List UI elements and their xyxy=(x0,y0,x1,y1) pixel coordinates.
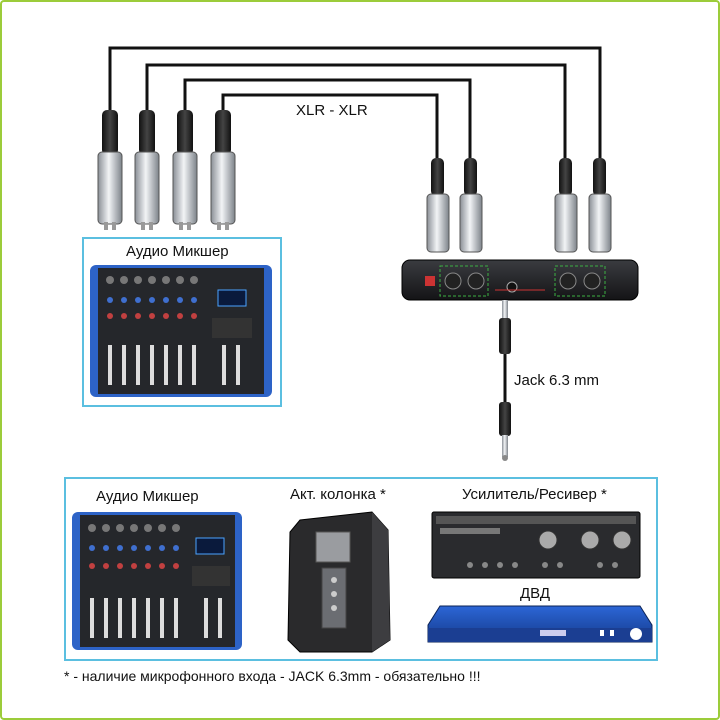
amplifier-label: Усилитель/Ресивер * xyxy=(462,486,607,503)
xlr-male-plug-icon xyxy=(97,110,123,230)
mixer-icon xyxy=(72,512,242,650)
dvd-player-icon xyxy=(427,605,653,643)
xlr-male-plug-icon xyxy=(134,110,160,230)
jack-label: Jack 6.3 mm xyxy=(514,372,600,389)
xlr-female-plugs xyxy=(426,158,612,253)
dvd-label: ДВД xyxy=(520,585,550,602)
speaker-label: Акт. колонка * xyxy=(290,486,386,503)
jack-plug-icon xyxy=(499,402,511,461)
xlr-male-plug-icon xyxy=(172,110,198,230)
receiver-unit-icon xyxy=(401,259,639,301)
top-mixer-box xyxy=(82,237,282,407)
speaker-icon xyxy=(287,511,391,653)
xlr-cables xyxy=(108,46,602,165)
mixer-icon xyxy=(90,265,272,397)
xlr-female-plug-icon xyxy=(459,158,483,253)
amplifier-icon xyxy=(431,511,641,579)
xlr-male-plugs xyxy=(97,110,236,230)
jack-cable xyxy=(499,300,511,461)
xlr-female-plug-icon xyxy=(554,158,578,253)
xlr-female-plug-icon xyxy=(426,158,450,253)
bottom-devices-box xyxy=(64,477,658,661)
top-mixer-label: Аудио Микшер xyxy=(126,243,229,260)
xlr-male-plug-icon xyxy=(210,110,236,230)
xlr-cable-label: XLR - XLR xyxy=(296,102,368,119)
footnote: * - наличие микрофонного входа - JACK 6.… xyxy=(64,668,481,684)
xlr-female-plug-icon xyxy=(588,158,612,253)
bottom-mixer-label: Аудио Микшер xyxy=(96,488,199,505)
